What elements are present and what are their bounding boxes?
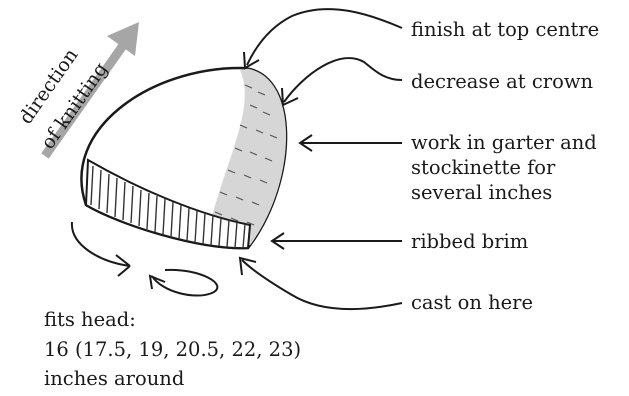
fit-sizes: 16 (17.5, 19, 20.5, 22, 23) [44, 337, 301, 362]
finish-label: finish at top centre [411, 17, 599, 42]
work-label-line1: work in garter and [411, 130, 597, 155]
fit-label-line3: inches around [44, 366, 184, 391]
cast-on-arrow [242, 260, 402, 309]
work-label-line2: stockinette for [411, 155, 555, 180]
decrease-label: decrease at crown [411, 69, 593, 94]
fit-label-line1: fits head: [44, 307, 136, 332]
decrease-arrow [284, 58, 402, 102]
finish-arrow [247, 9, 402, 65]
work-label-line3: several inches [411, 180, 552, 205]
cast-on-label: cast on here [411, 290, 533, 315]
ribbed-label: ribbed brim [411, 229, 528, 254]
